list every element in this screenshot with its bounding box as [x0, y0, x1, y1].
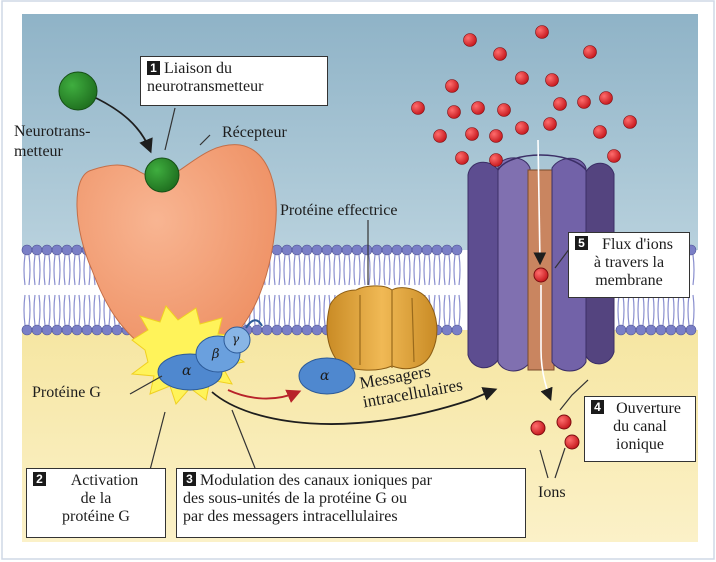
effector-protein	[326, 285, 438, 371]
label-gamma: γ	[232, 332, 240, 346]
step-2-number: 2	[33, 472, 46, 486]
callout-step-2: 2 Activation de la protéine G	[26, 468, 166, 538]
ion-in-channel	[533, 267, 549, 283]
callout-step-5: 5 Flux d'ions à travers la membrane	[568, 232, 690, 298]
step-3-number: 3	[183, 472, 196, 486]
arrow-alpha-to-effector	[227, 389, 302, 403]
neurotransmitter-bound	[144, 157, 180, 193]
neurotransmitter-free	[58, 71, 98, 111]
step-1-text: Liaison du neurotransmetteur	[147, 60, 264, 95]
intracellular-ions	[530, 414, 580, 450]
label-alpha-effector: α	[320, 368, 330, 384]
extracellular-ions	[411, 25, 637, 167]
step-4-text: Ouverture du canal ionique	[613, 400, 681, 453]
arrow-nt-binding	[95, 97, 153, 154]
arrow-ion-flux	[533, 139, 547, 266]
step-5-text: Flux d'ions à travers la membrane	[593, 236, 673, 289]
step-1-number: 1	[147, 61, 160, 75]
label-neurotransmitter: Neurotrans- metteur	[14, 123, 91, 160]
label-g-protein: Protéine G	[32, 384, 101, 401]
label-alpha: α	[182, 363, 192, 379]
label-receptor: Récepteur	[222, 124, 287, 141]
arrow-ion-exit	[540, 285, 553, 401]
label-effector: Protéine effectrice	[280, 202, 398, 219]
callout-step-4: 4 Ouverture du canal ionique	[584, 396, 696, 462]
step-5-number: 5	[575, 236, 588, 250]
step-2-text: Activation de la protéine G	[62, 472, 139, 525]
label-ions: Ions	[538, 484, 566, 501]
step-3-text: Modulation des canaux ioniques par des s…	[183, 472, 432, 525]
g-protein-gamma	[223, 326, 251, 354]
step-4-number: 4	[591, 400, 604, 414]
arrow-messengers-to-channel	[211, 387, 498, 425]
effector-alpha-subunit	[298, 357, 356, 395]
label-beta: β	[212, 347, 220, 362]
